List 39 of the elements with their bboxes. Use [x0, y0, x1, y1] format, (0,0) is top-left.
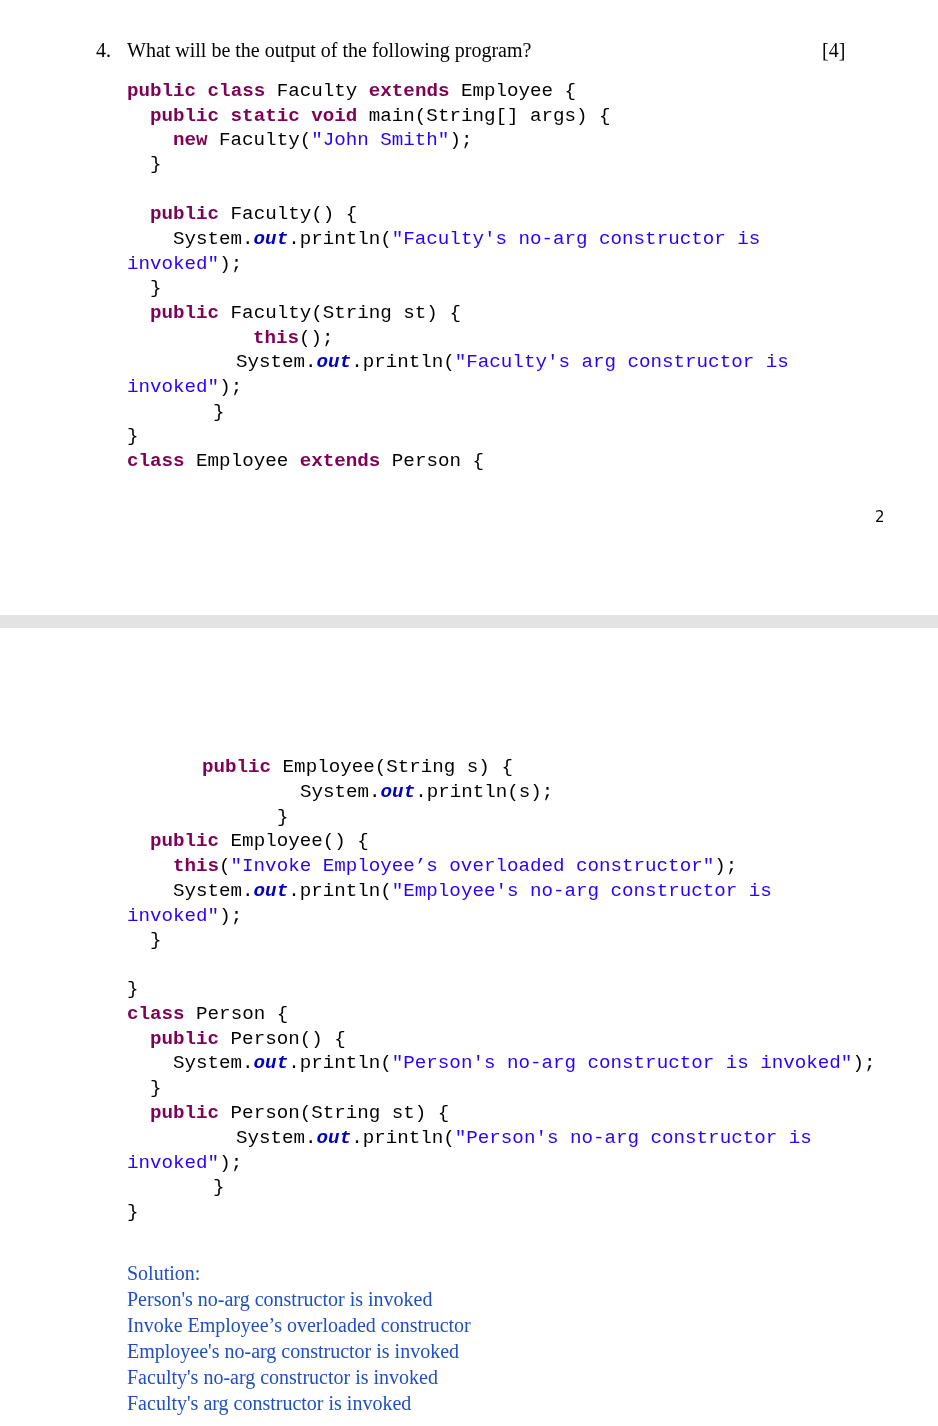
- code-line: public Person() {: [149, 1027, 347, 1052]
- code-line: public Faculty() {: [149, 202, 359, 227]
- output-line: Person's no-arg constructor is invoked: [127, 1287, 433, 1312]
- code-line: }: [149, 928, 163, 953]
- code-line: public Employee() {: [149, 829, 370, 854]
- code-line: }: [149, 1076, 163, 1101]
- code-line: class Employee extends Person {: [127, 449, 485, 474]
- output-line: Invoke Employee’s overloaded constructor: [127, 1313, 471, 1338]
- solution-heading: Solution:: [127, 1261, 201, 1286]
- code-line: }: [212, 1175, 226, 1200]
- code-line: class Person {: [127, 1002, 290, 1027]
- code-line: }: [212, 400, 226, 425]
- code-line: }: [276, 805, 290, 830]
- output-line: Faculty's no-arg constructor is invoked: [127, 1365, 438, 1390]
- code-line: System.out.println("Faculty's arg constructor is invoked");: [127, 350, 790, 400]
- code-line: System.out.println("Person's no-arg constructor is invoked");: [172, 1051, 877, 1076]
- marks-text: [4]: [822, 38, 846, 63]
- code-line: System.out.println(s);: [299, 780, 555, 805]
- output-line: Employee's no-arg constructor is invoked: [127, 1339, 460, 1364]
- code-line: }: [127, 977, 140, 1002]
- code-line: this("Invoke Employee’s overloaded constructor");: [172, 854, 739, 879]
- code-line: public Faculty(String st) {: [149, 301, 462, 326]
- code-line: }: [127, 424, 140, 449]
- code-line: public class Faculty extends Employee {: [127, 79, 578, 104]
- question-number: 4.: [96, 38, 111, 63]
- code-line: System.out.println("Employee's no-arg constructor is invoked");: [127, 879, 773, 929]
- code-line: }: [149, 276, 163, 301]
- code-line: new Faculty("John Smith");: [172, 128, 474, 153]
- code-line: System.out.println("Faculty's no-arg constructor is invoked");: [127, 227, 762, 277]
- output-line: Faculty's arg constructor is invoked: [127, 1391, 412, 1416]
- code-line: System.out.println("Person's no-arg constructor is invoked");: [127, 1126, 813, 1176]
- code-line: this();: [252, 326, 335, 351]
- code-line: public Person(String st) {: [149, 1101, 451, 1126]
- question-text: What will be the output of the following program?: [127, 38, 532, 63]
- code-line: public Employee(String s) {: [201, 755, 514, 780]
- code-line: }: [149, 152, 163, 177]
- page-number: 2: [875, 508, 885, 526]
- code-line: }: [127, 1200, 140, 1225]
- code-line: public static void main(String[] args) {: [149, 104, 612, 129]
